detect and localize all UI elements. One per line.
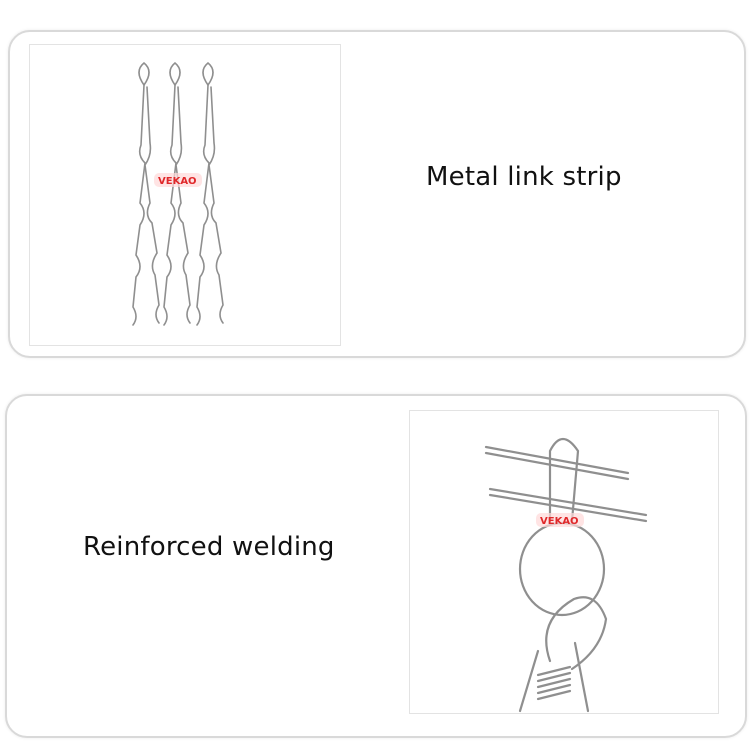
metal-link-strip-photo: VEKAO — [29, 44, 341, 346]
hook-strip-2 — [163, 61, 191, 326]
feature-card-metal-link-strip: VEKAO Metal link strip — [8, 30, 746, 358]
metal-link-strip-illustration: VEKAO — [132, 61, 224, 326]
hook-strip-3 — [196, 61, 224, 326]
reinforced-welding-photo: VEKAO — [409, 410, 719, 714]
watermark-text: VEKAO — [540, 516, 579, 527]
reinforced-welding-illustration: VEKAO — [484, 437, 648, 713]
feature-card-reinforced-welding: Reinforced welding — [5, 394, 747, 738]
watermark-text: VEKAO — [158, 176, 197, 187]
caption-metal-link-strip: Metal link strip — [426, 162, 622, 192]
caption-reinforced-welding: Reinforced welding — [83, 532, 335, 562]
hook-strip-1 — [132, 61, 160, 326]
